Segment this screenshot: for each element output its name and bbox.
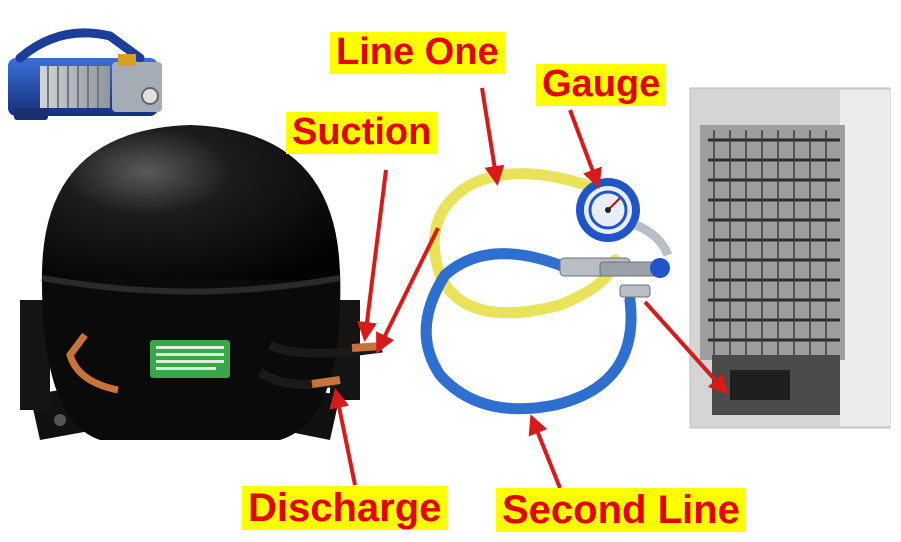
label-second-line: Second Line (496, 488, 746, 532)
label-gauge: Gauge (536, 63, 667, 106)
label-discharge: Discharge (242, 486, 448, 530)
annotation-arrows (329, 87, 729, 489)
condenser-coil-icon (689, 87, 891, 429)
compressor-icon (20, 125, 383, 440)
arrow-discharge (329, 388, 357, 486)
label-suction: Suction (286, 111, 438, 154)
gauge-icon (576, 178, 673, 257)
hose-icon (420, 168, 670, 415)
arrow-suction-2 (376, 227, 440, 354)
label-line-one: Line One (330, 31, 505, 74)
arrow-gauge (568, 109, 602, 189)
arrow-suction-1 (357, 169, 388, 342)
arrow-condenser (643, 300, 729, 395)
arrow-second-line (528, 414, 562, 489)
vacuum-pump-icon (8, 28, 162, 120)
arrow-line-one (480, 87, 505, 186)
